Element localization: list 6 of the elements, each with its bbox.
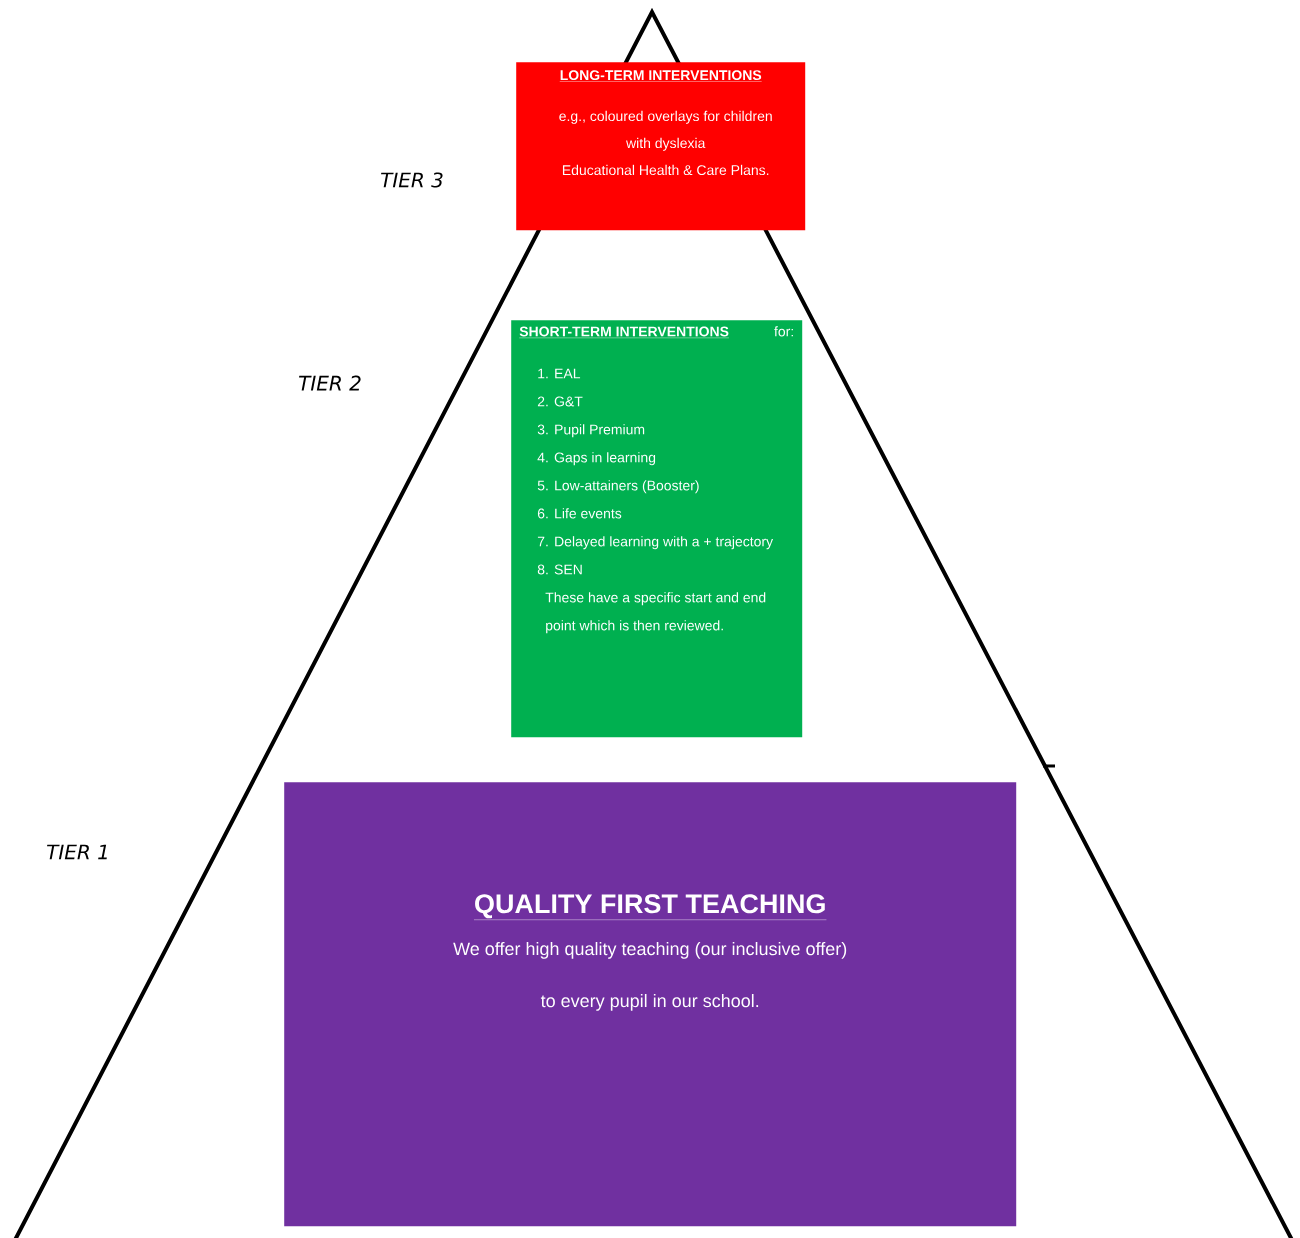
tier-label: TIER 2 [299,375,361,391]
tier-label: TIER 1 [47,844,107,860]
intervention-box: LONG-TERM INTERVENTIONS e.g., coloured overlays for children with dyslexia Educational Health & Care Plans. [516,62,806,231]
teaching-box: QUALITY FIRST TEACHING We offer high quality teaching (our inclusive offer) to every pupil in our school. [284,782,1017,1227]
intervention-box: SHORT-TERM INTERVENTIONS for: 1. EAL 2. G&T 3. Pupil Premium 4. Gaps in learning 5. Low-attainers (Booster) 6. Life events 7. Delayed learning with a + trajectory 8. SEN These have a specific start and end point which is then reviewed. [511,320,803,738]
tier-label: TIER 3 [381,172,443,188]
